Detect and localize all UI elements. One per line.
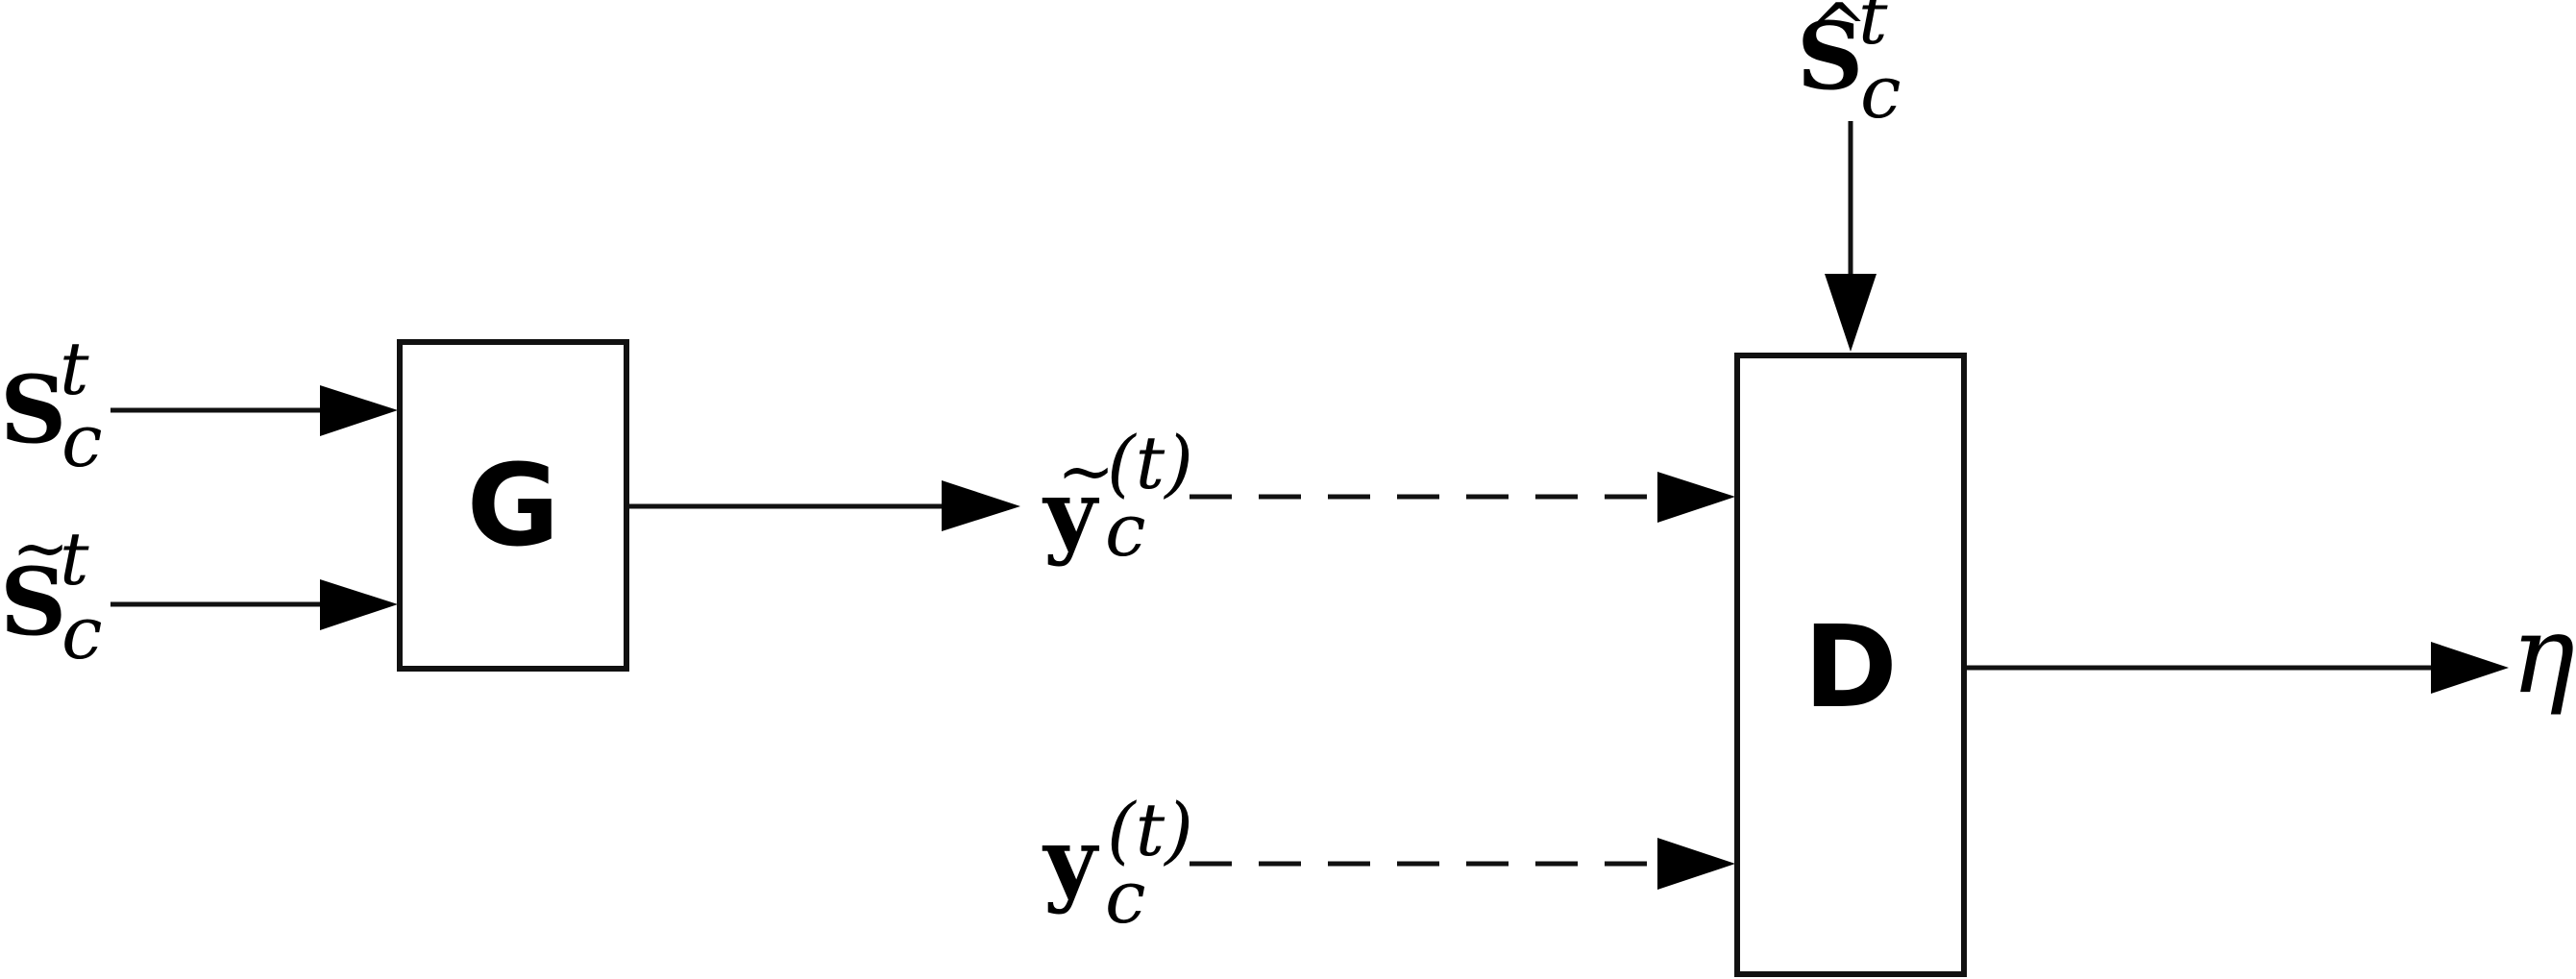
g-output-arrowhead xyxy=(942,480,1020,531)
s-real-sub: c xyxy=(61,398,103,483)
s-real-base: S xyxy=(0,355,66,464)
y-real-base: y xyxy=(1042,807,1100,916)
s-hat-sub: c xyxy=(1860,49,1901,135)
y-tilde-accent: ~ xyxy=(1057,430,1115,511)
y-real-sub: c xyxy=(1105,854,1146,940)
s-tilde-sup: t xyxy=(60,516,89,601)
s-real-to-g-arrowhead xyxy=(320,385,398,436)
s-real-sup: t xyxy=(60,326,89,411)
y-tilde-base: y xyxy=(1042,459,1100,568)
s-tilde-base: S xyxy=(0,548,66,656)
discriminator-label: D xyxy=(1803,600,1898,733)
y-tilde-label: ~ y (t) c xyxy=(1042,420,1193,573)
y-real-to-d-arrowhead xyxy=(1657,838,1735,890)
s-tilde-to-g-arrowhead xyxy=(320,579,398,630)
generator-label: G xyxy=(467,439,560,572)
s-tilde-label: ~ S t c xyxy=(0,507,103,675)
s-tilde-accent: ~ xyxy=(12,507,69,588)
y-real-label: y (t) c xyxy=(1042,787,1193,940)
discriminator-block xyxy=(1734,353,1967,977)
generator-block xyxy=(397,339,629,672)
s-hat-sup: t xyxy=(1858,0,1888,61)
s-hat-base: S xyxy=(1797,2,1863,110)
y-tilde-sup: (t) xyxy=(1107,420,1193,505)
s-real-label: S t c xyxy=(0,326,103,483)
s-tilde-sub: c xyxy=(61,590,103,675)
s-hat-label: ^ S t c xyxy=(1797,0,1901,135)
eta-output-label: η xyxy=(2511,593,2575,718)
y-real-sup: (t) xyxy=(1107,787,1193,872)
s-hat-to-d-arrowhead xyxy=(1825,274,1877,352)
d-output-arrowhead xyxy=(2431,642,2509,694)
y-tilde-sub: c xyxy=(1105,487,1146,573)
y-tilde-to-d-arrowhead xyxy=(1657,472,1735,523)
s-hat-accent: ^ xyxy=(1810,0,1868,69)
